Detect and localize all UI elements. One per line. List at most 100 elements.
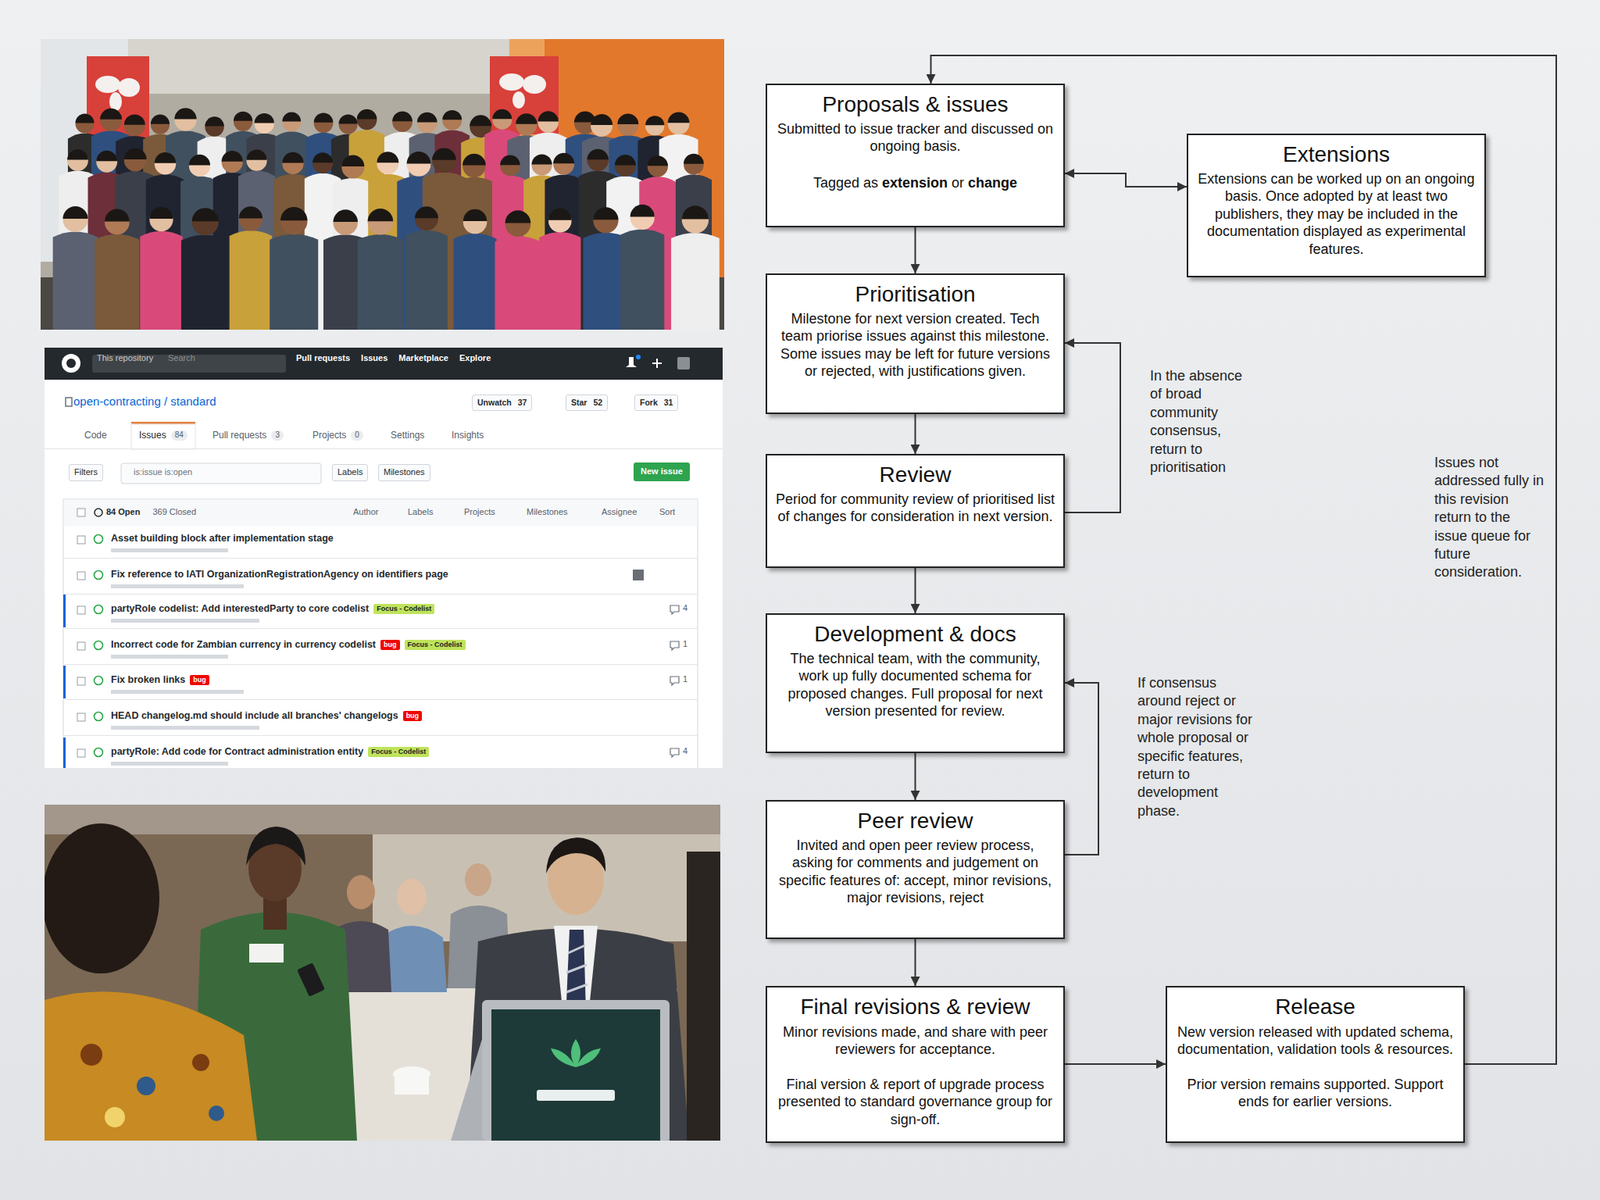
box-body: The technical team, with the community, … (775, 650, 1056, 721)
person-head (312, 153, 333, 174)
person-hair (192, 207, 219, 222)
comment-count: 1 (682, 674, 688, 686)
crowd-person (620, 204, 665, 330)
illustration-shape (686, 851, 721, 1141)
flow-arrow (1064, 682, 1099, 855)
person-hair (150, 114, 170, 125)
row-divider (63, 735, 698, 736)
crowd-person (494, 210, 541, 330)
illustration-shape (104, 1107, 125, 1128)
filter-query: is:issue is:open (133, 467, 193, 479)
filter-button: Milestones (383, 467, 425, 479)
screenshot-text-group: Sort (659, 507, 675, 518)
issue-tag: Focus - Codelist (367, 746, 429, 758)
edge-note: In the absence of broad community consen… (1150, 367, 1258, 477)
person-hair (614, 154, 636, 165)
issue-meta-line (110, 654, 229, 659)
flow-arrow (1064, 173, 1187, 187)
person-hair (67, 149, 89, 160)
screenshot-text-group: Projects0 (312, 429, 364, 442)
process-box: Proposals & issuesSubmitted to issue tra… (765, 83, 1065, 228)
person-hair (442, 110, 462, 120)
nav-text: This repository (96, 353, 154, 365)
row-divider (63, 628, 698, 629)
person-head (62, 207, 88, 233)
person-head (417, 113, 438, 134)
box-body: Extensions can be worked up on an ongoin… (1196, 170, 1477, 259)
illustration-shape (466, 928, 690, 1141)
process-box: Final revisions & reviewMinor revisions … (765, 985, 1065, 1143)
illustration-shape (550, 1039, 601, 1068)
row-checkbox (77, 642, 86, 650)
search-placeholder: Search (167, 353, 196, 365)
open-issue-icon (94, 676, 104, 686)
person-head (314, 113, 334, 133)
box-heading: Prioritisation (775, 281, 1056, 308)
edge-note: If consensus around reject or major revi… (1137, 674, 1254, 821)
repo-count: 37 (517, 397, 528, 408)
box-body: Period for community review of prioritis… (775, 490, 1056, 526)
crowd-person (453, 209, 497, 330)
issue-title: Incorrect code for Zambian currency in c… (110, 639, 376, 652)
count-badge: 0 (350, 430, 364, 441)
nav-link: Issues (360, 353, 388, 365)
screenshot-text-group: New issue (633, 462, 690, 482)
person-head (221, 151, 243, 173)
person-head (282, 153, 304, 175)
screenshot-text-group: This repository (96, 353, 154, 365)
screenshot-text-group: 84 Open369 Closed (106, 507, 197, 518)
person-hair (515, 113, 537, 125)
illustration-shape (44, 991, 258, 1141)
illustration-shape (652, 358, 662, 368)
box-heading: Release (1175, 993, 1456, 1021)
screenshot-text-group: partyRole: Add code for Contract adminis… (110, 746, 429, 759)
person-body (269, 234, 318, 330)
person-hair (645, 115, 665, 125)
illustration-shape (394, 1074, 429, 1095)
person-head (505, 210, 532, 237)
box-heading: Final revisions & review (775, 993, 1056, 1021)
person-body (53, 231, 99, 330)
row-checkbox (77, 713, 86, 722)
person-head (124, 149, 147, 172)
screenshot-text-group: Pull requestsIssuesMarketplaceExplore (296, 353, 491, 365)
repo-button: Star (571, 397, 587, 408)
flow-arrow (914, 567, 917, 614)
screenshot-panel (44, 347, 723, 768)
row-divider (63, 699, 698, 700)
person-hair (312, 152, 333, 163)
illustration-shape (489, 56, 559, 135)
person-head (553, 153, 575, 175)
box-heading: Development & docs (775, 621, 1056, 648)
process-box: PrioritisationMilestone for next version… (765, 273, 1065, 415)
nav-link: Pull requests (296, 353, 350, 365)
repo-tab: Issues (139, 429, 167, 442)
person-head (67, 150, 89, 172)
person-hair (590, 114, 613, 125)
screenshot-text-group: Pull requests3 (212, 429, 284, 442)
illustration-shape (635, 354, 641, 360)
row-marker (63, 737, 66, 768)
list-header: Milestones (526, 507, 568, 518)
filter-button: Filters (74, 467, 98, 479)
crowd-person (229, 206, 273, 330)
repo-count: 31 (664, 397, 674, 408)
screenshot-text-group: Search (167, 353, 196, 365)
issue-row (63, 594, 698, 629)
screenshot-text-group: is:issue is:open (133, 467, 193, 479)
comment-icon (670, 676, 679, 686)
crowd-person (405, 206, 448, 330)
list-header: Labels (407, 507, 433, 518)
person-hair (392, 110, 413, 122)
list-header: Assignee (601, 507, 637, 518)
person-head (548, 209, 572, 233)
person-hair (96, 150, 118, 161)
person-head (492, 110, 512, 130)
comment-count: 4 (682, 603, 688, 615)
person-head (515, 114, 537, 136)
nav-link: Explore (459, 353, 491, 365)
person-hair (407, 151, 432, 164)
illustration-shape (263, 898, 287, 930)
illustration-shape (44, 347, 723, 380)
issue-title: Fix reference to IATI OrganizationRegist… (110, 568, 449, 582)
